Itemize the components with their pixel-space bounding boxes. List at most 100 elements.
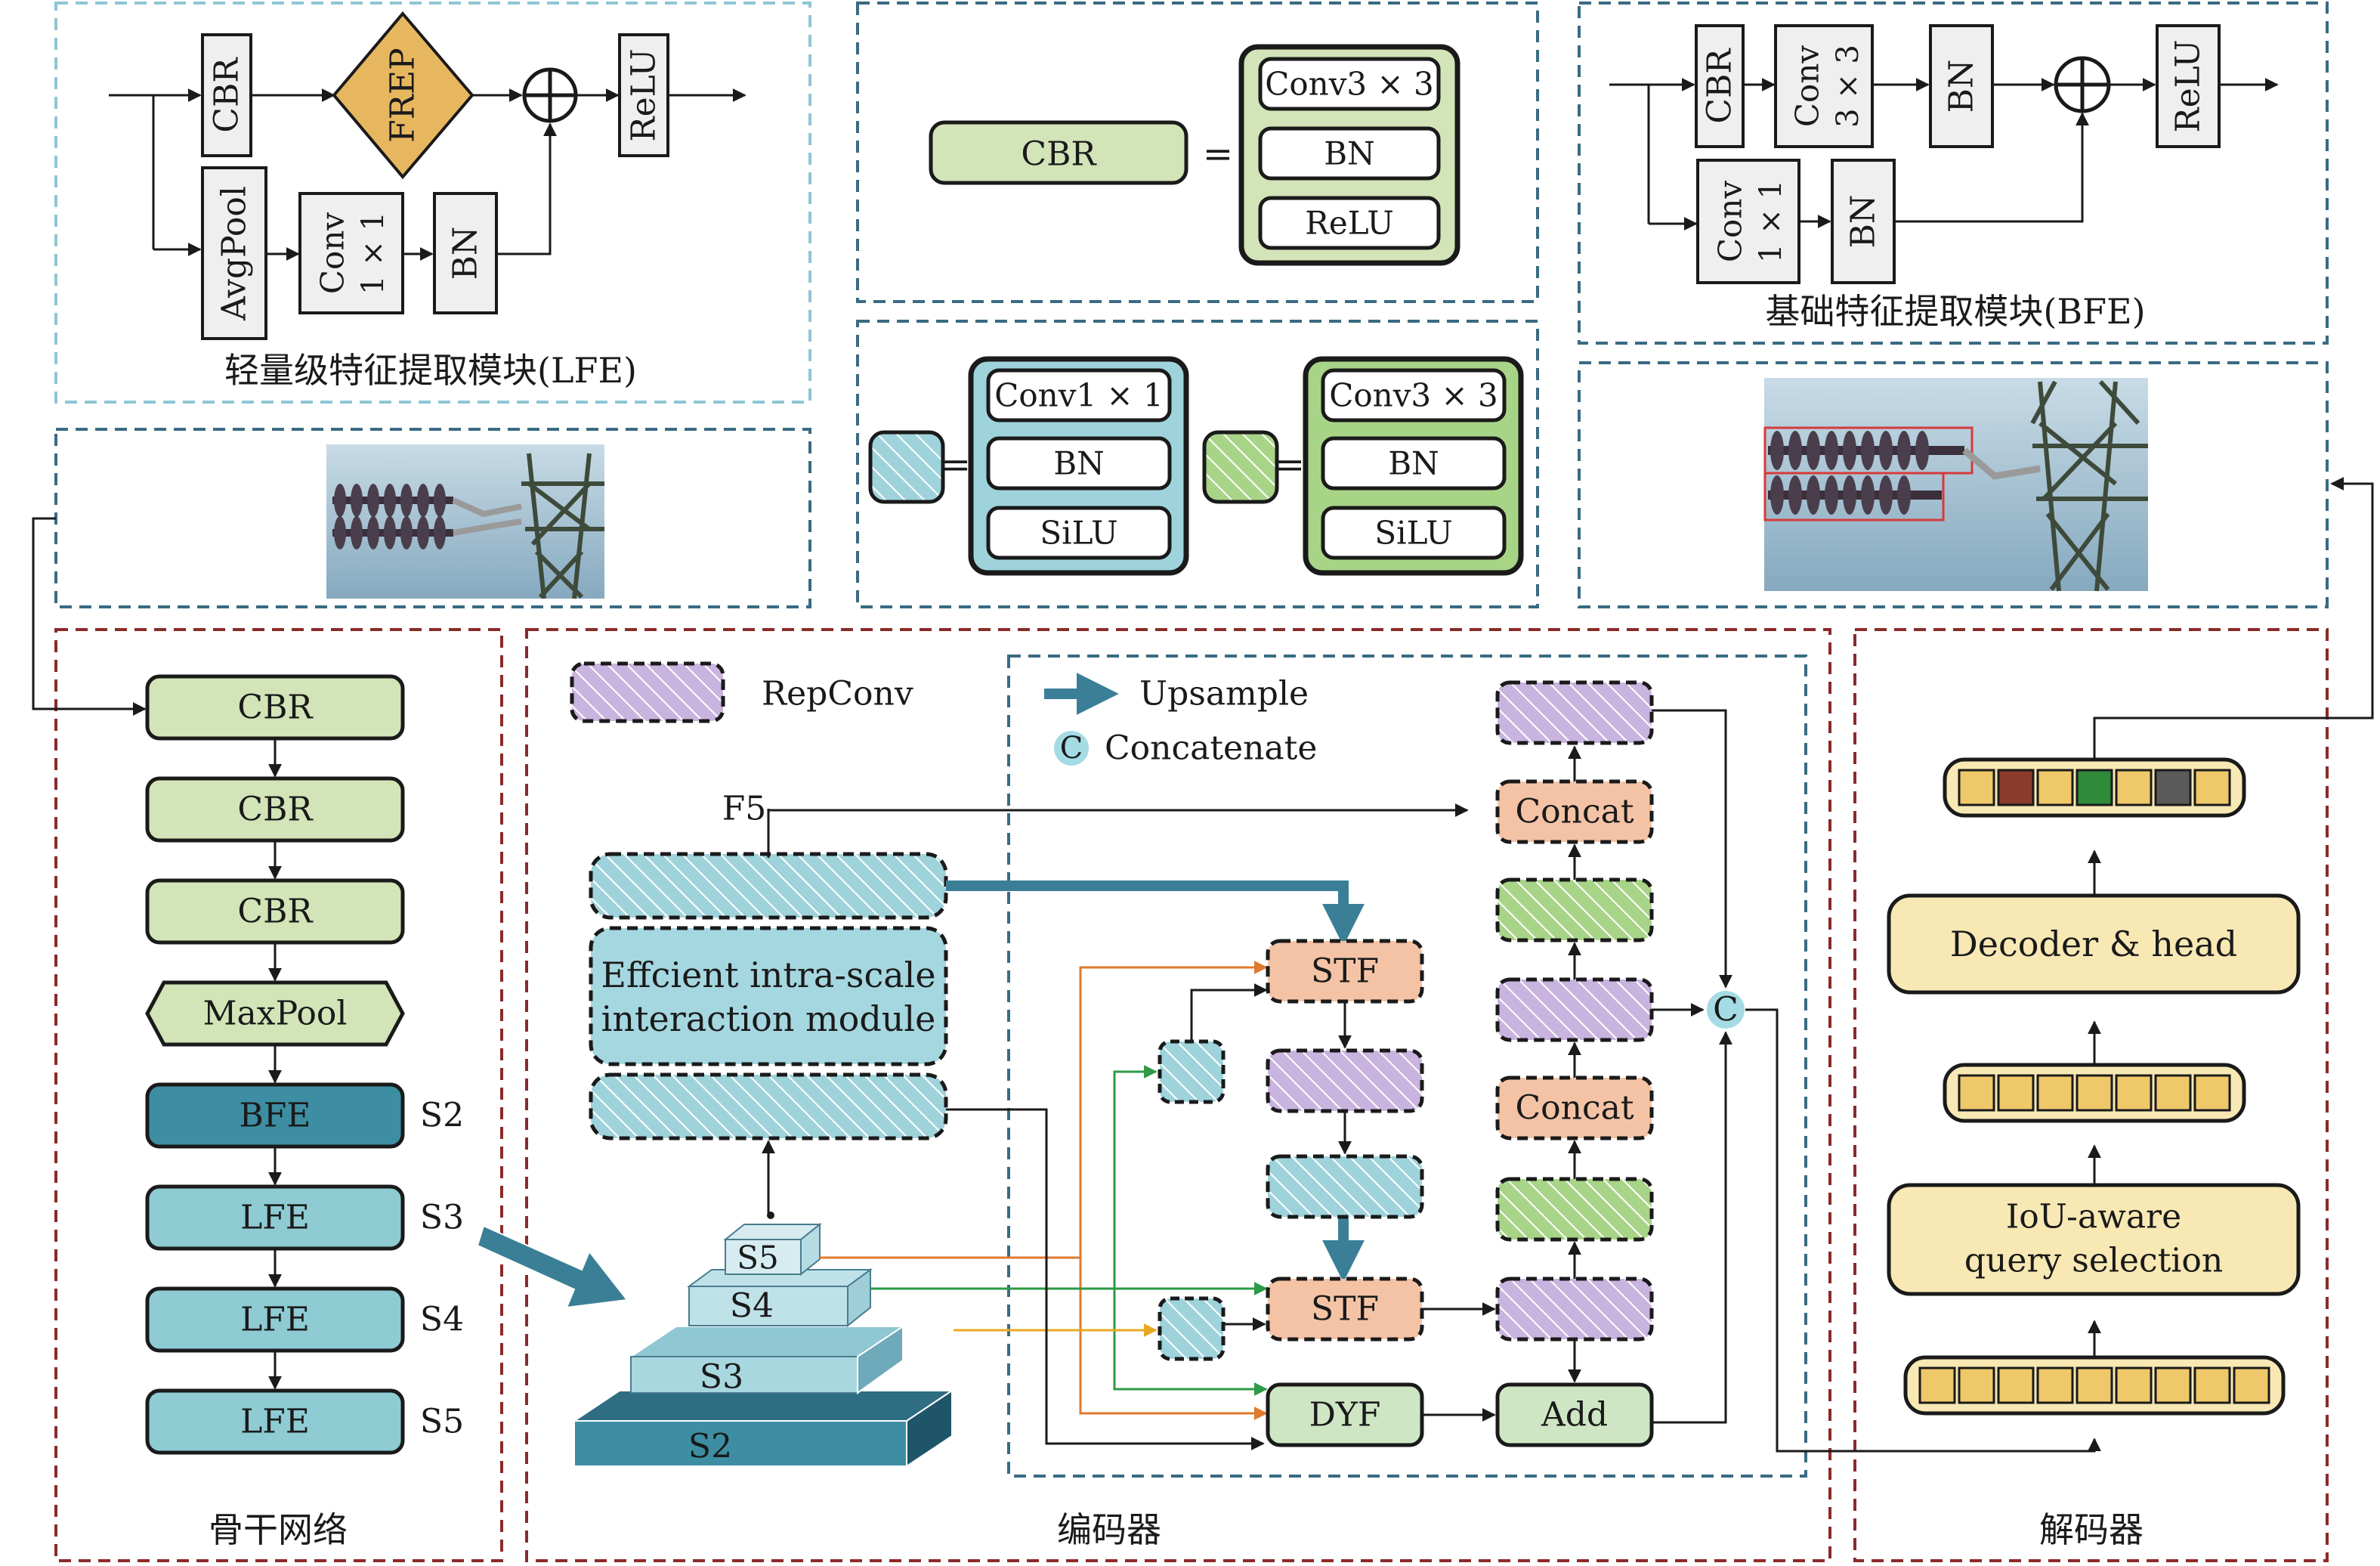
conv1-mid-block (1266, 1154, 1424, 1219)
pyramid-s2-label: S2 (688, 1428, 732, 1466)
bfe-relu-label: ReLU (2169, 39, 2208, 132)
decoder-panel: IoU-aware query selection Decoder & head (1887, 477, 2374, 1416)
token-cell (1997, 1074, 2035, 1112)
backbone-stage-label: S3 (420, 1199, 464, 1237)
input-image (326, 444, 604, 599)
token-cell (1958, 769, 1995, 806)
aifi-label-line2: interaction module (601, 998, 936, 1039)
encoder-panel: RepConv Upsample C Concatenate F5 Effcie… (570, 661, 2101, 1468)
repconv-bottom-block (1495, 1277, 1654, 1342)
legend-upsample-label: Upsample (1139, 675, 1309, 713)
decoder-panel-border (1853, 628, 2329, 1562)
aifi-input-block (589, 1072, 948, 1140)
decoder-head-label: Decoder & head (1950, 924, 2237, 964)
cbr-def-cbr-label: CBR (1021, 135, 1097, 174)
iou-query-label-line1: IoU-aware (2006, 1198, 2181, 1236)
cbr-def-bn-label: BN (1324, 135, 1375, 172)
ccfm-inner-border (1007, 655, 1807, 1478)
conv-def-green-bn-block (1321, 436, 1507, 491)
legend-concat-symbol: C (1060, 731, 1083, 766)
add-block (1495, 1382, 1654, 1447)
conv-def-green-bn-label: BN (1388, 445, 1439, 482)
cbr-def-panel: CBR = Conv3 × 3 BN ReLU (929, 44, 1460, 266)
small-conv-bottom (1158, 1296, 1226, 1361)
dyf-label: DYF (1309, 1396, 1381, 1434)
lfe-caption: 轻量级特征提取模块(LFE) (224, 350, 637, 391)
iou-query-label-line2: query selection (1964, 1242, 2223, 1280)
token-cell (2154, 1074, 2192, 1112)
backbone-panel-border (54, 628, 503, 1562)
aifi-label-line1: Effcient intra-scale (601, 955, 935, 995)
token-row-top (1943, 757, 2246, 818)
stf-top-label: STF (1311, 952, 1379, 991)
lfe-frep-label: FREP (384, 48, 422, 142)
s4-green-line-3 (1113, 1289, 1268, 1396)
bfe-panel: CBR Conv 3 × 3 BN ReLU Conv 1 × 1 BN 基础特… (1609, 24, 2279, 332)
conv-def-blue-bn-block (986, 436, 1172, 491)
conv-def-blue-equals: = (941, 444, 971, 486)
bfe-conv3-label: Conv (1789, 45, 1826, 127)
bfe-conv1-kernel-label: 1 × 1 (1754, 180, 1788, 263)
encoder-caption: 编码器 (1057, 1509, 1161, 1550)
upsample-arrow-1 (946, 880, 1365, 946)
concat-top-label: Concat (1515, 793, 1634, 831)
feature-pyramid: S2 S3 S4 S5 (571, 1212, 955, 1468)
bfe-conv3-block (1774, 24, 1874, 148)
token-cell (1997, 769, 2035, 806)
lfe-avgpool-label: AvgPool (215, 186, 254, 321)
small-conv-top (1158, 1039, 1226, 1104)
backbone-block-lfe-7 (145, 1388, 405, 1455)
panel-borders (54, 2, 2329, 1562)
insulator-string-icon (332, 484, 522, 549)
bfe-cbr-block (1695, 24, 1745, 148)
lfe-relu-block (618, 33, 669, 157)
encoder-to-decoder-line (1745, 1008, 2101, 1453)
conv-def-green-conv-block (1321, 368, 1507, 422)
token-cell (2193, 1366, 2231, 1404)
backbone-block-label: CBR (237, 893, 314, 931)
token-cell (2193, 769, 2231, 806)
legend-concatenate-label: Concatenate (1105, 729, 1317, 768)
aifi-block (589, 926, 948, 1066)
lfe-relu-label: ReLU (625, 48, 663, 141)
token-cell (2076, 1074, 2113, 1112)
lfe-panel: CBR FREP ReLU AvgPool Conv 1 × 1 BN 轻量级特… (109, 11, 746, 391)
token-cell (2036, 769, 2074, 806)
bfe-caption: 基础特征提取模块(BFE) (1765, 291, 2145, 332)
backbone-caption: 骨干网络 (209, 1509, 348, 1550)
detection-insulator-icon (1763, 426, 2041, 521)
backbone-to-pyramid-arrow (476, 1224, 629, 1309)
cbr-def-bn-block (1258, 126, 1441, 181)
lfe-panel-border (54, 2, 811, 404)
repconv-mid-right-block (1495, 977, 1654, 1042)
token-row-middle (1943, 1063, 2246, 1123)
token-cell (2115, 769, 2153, 806)
input-to-backbone-line (32, 517, 147, 716)
repconv-mid-block (1266, 1048, 1424, 1113)
token-cell (1918, 1366, 1956, 1404)
lfe-conv-kernel-label: 1 × 1 (356, 212, 391, 295)
concat-bottom-block (1495, 1075, 1654, 1140)
detection-tower-icon (2030, 379, 2148, 592)
output-image (1763, 378, 2148, 592)
pyramid-s5-label: S5 (737, 1239, 779, 1277)
cbr-def-relu-block (1258, 196, 1441, 250)
stf-bottom-label: STF (1311, 1290, 1379, 1329)
cbr-def-panel-border (856, 2, 1539, 303)
token-cell (2233, 1366, 2270, 1404)
lfe-cbr-block (201, 33, 252, 157)
token-cell (2036, 1074, 2074, 1112)
bfe-bn-bottom-label: BN (1844, 195, 1883, 249)
concat-top-block (1495, 779, 1654, 844)
conv-def-panel-border (856, 320, 1539, 608)
backbone-block-label: LFE (240, 1199, 310, 1237)
token-cell (2036, 1366, 2074, 1404)
cbr-def-cbr-block (929, 120, 1188, 185)
tower-icon (521, 453, 604, 599)
backbone-stage-label: S2 (420, 1097, 464, 1135)
conv-def-blue-swatch (868, 430, 945, 504)
pyramid-s3-label: S3 (700, 1358, 743, 1397)
cbr-def-equals: = (1203, 133, 1233, 175)
f5-output-block (589, 852, 948, 920)
